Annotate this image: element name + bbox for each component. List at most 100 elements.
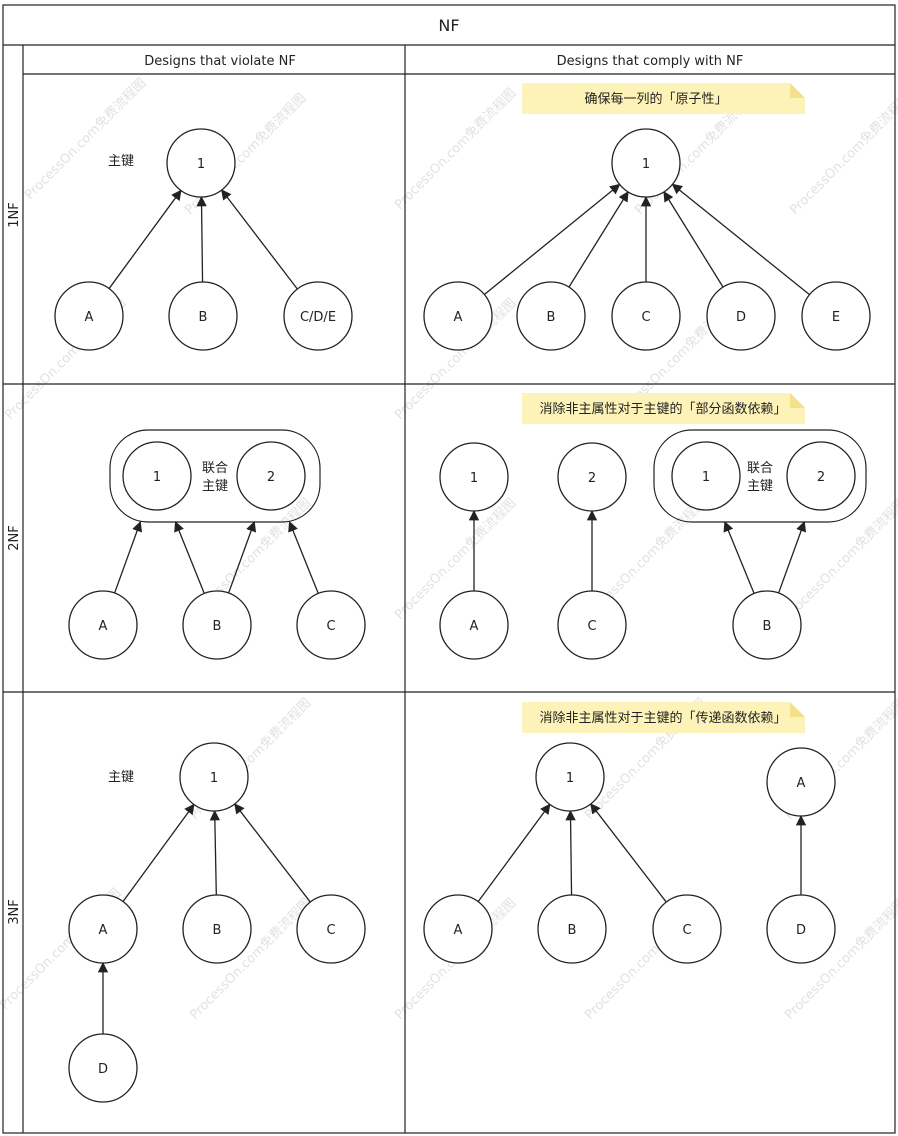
node-b: B xyxy=(182,590,252,660)
dependency-arrow xyxy=(196,195,207,283)
node-circle xyxy=(166,128,236,198)
node-d: D xyxy=(766,894,836,964)
node-b: B xyxy=(516,281,586,351)
node-c: C xyxy=(611,281,681,351)
node-circle xyxy=(611,128,681,198)
node-circle xyxy=(68,894,138,964)
node-circle xyxy=(296,590,366,660)
dependency-arrow xyxy=(565,809,576,896)
node-circle xyxy=(706,281,776,351)
node-circle xyxy=(786,441,856,511)
node-b: B xyxy=(182,894,252,964)
node-a: A xyxy=(439,590,509,660)
node-one: 1 xyxy=(439,442,509,512)
node-circle xyxy=(182,590,252,660)
dependency-arrow xyxy=(234,803,311,903)
node-b: B xyxy=(168,281,238,351)
node-circle xyxy=(296,894,366,964)
node-label: A xyxy=(454,310,463,325)
node-label: D xyxy=(98,1062,108,1077)
column-header-comply: Designs that comply with NF xyxy=(557,54,744,69)
node-circle xyxy=(68,590,138,660)
node-two: 2 xyxy=(236,441,306,511)
row-header-1nf: 1NF xyxy=(7,202,22,227)
node-label: B xyxy=(763,619,772,634)
node-label: 2 xyxy=(588,471,596,486)
composite-key-container-comply xyxy=(653,429,867,523)
node-circle xyxy=(611,281,681,351)
node-circle xyxy=(557,442,627,512)
node-circle xyxy=(423,894,493,964)
node-circle xyxy=(179,742,249,812)
node-label: A xyxy=(470,619,479,634)
node-label: 1 xyxy=(566,771,574,786)
watermark: ProcessOn.com免费流程图 xyxy=(22,76,149,203)
node-circle xyxy=(54,281,124,351)
dependency-arrow xyxy=(209,809,221,896)
table-grid xyxy=(2,4,896,1134)
node-one: 1 xyxy=(671,441,741,511)
node-circle xyxy=(423,281,493,351)
node-label: C xyxy=(326,619,335,634)
dependency-arrow xyxy=(483,183,621,296)
dependency-arrow xyxy=(122,803,195,902)
node-one: 1 xyxy=(179,742,249,812)
node-d: D xyxy=(706,281,776,351)
node-label: 1 xyxy=(642,157,650,172)
node-circle xyxy=(766,747,836,817)
dependency-arrow xyxy=(568,191,629,288)
dependency-arrow xyxy=(663,191,724,288)
node-label: C xyxy=(326,923,335,938)
node-c: C xyxy=(296,894,366,964)
node-b: B xyxy=(537,894,607,964)
node-label: B xyxy=(568,923,577,938)
node-label: B xyxy=(547,310,556,325)
node-label: A xyxy=(99,619,108,634)
dependency-arrow xyxy=(671,183,810,296)
node-d: D xyxy=(68,1033,138,1103)
node-circle xyxy=(652,894,722,964)
node-label: A xyxy=(99,923,108,938)
node-circle xyxy=(671,441,741,511)
node-a: A xyxy=(54,281,124,351)
table-title: NF xyxy=(438,16,459,35)
node-c: C xyxy=(557,590,627,660)
composite-key-label-line1: 联合 xyxy=(747,461,773,476)
note-1nf: 确保每一列的「原子性」 xyxy=(522,83,805,114)
node-label: 1 xyxy=(470,471,478,486)
column-header-violate: Designs that violate NF xyxy=(144,54,296,69)
node-circle xyxy=(236,441,306,511)
node-label: A xyxy=(797,776,806,791)
dependency-arrow xyxy=(288,521,319,594)
node-label: 1 xyxy=(702,470,710,485)
node-circle xyxy=(766,894,836,964)
dependency-arrow xyxy=(777,521,807,594)
dependency-arrow xyxy=(590,803,667,903)
node-label: A xyxy=(454,923,463,938)
row-header-3nf: 3NF xyxy=(7,899,22,924)
note-1nf-text: 确保每一列的「原子性」 xyxy=(584,91,727,107)
node-circle xyxy=(182,894,252,964)
watermark: ProcessOn.com免费流程图 xyxy=(392,86,519,213)
node-label: B xyxy=(213,923,222,938)
node-a: A xyxy=(766,747,836,817)
node-one: 1 xyxy=(611,128,681,198)
composite-key-label-line2: 主键 xyxy=(202,479,228,494)
node-a: A xyxy=(423,894,493,964)
node-label: D xyxy=(796,923,806,938)
node-one: 1 xyxy=(166,128,236,198)
note-2nf-text: 消除非主属性对于主键的「部分函数依赖」 xyxy=(539,401,786,417)
node-circle xyxy=(516,281,586,351)
node-label: B xyxy=(213,619,222,634)
note-3nf-text: 消除非主属性对于主键的「传递函数依赖」 xyxy=(539,710,786,726)
node-circle xyxy=(535,742,605,812)
composite-key-container-violate xyxy=(109,429,321,523)
node-circle xyxy=(732,590,802,660)
dependency-arrow xyxy=(221,189,298,290)
note-2nf: 消除非主属性对于主键的「部分函数依赖」 xyxy=(522,393,805,424)
node-label: C xyxy=(682,923,691,938)
composite-containers xyxy=(109,429,867,523)
node-a: A xyxy=(68,590,138,660)
